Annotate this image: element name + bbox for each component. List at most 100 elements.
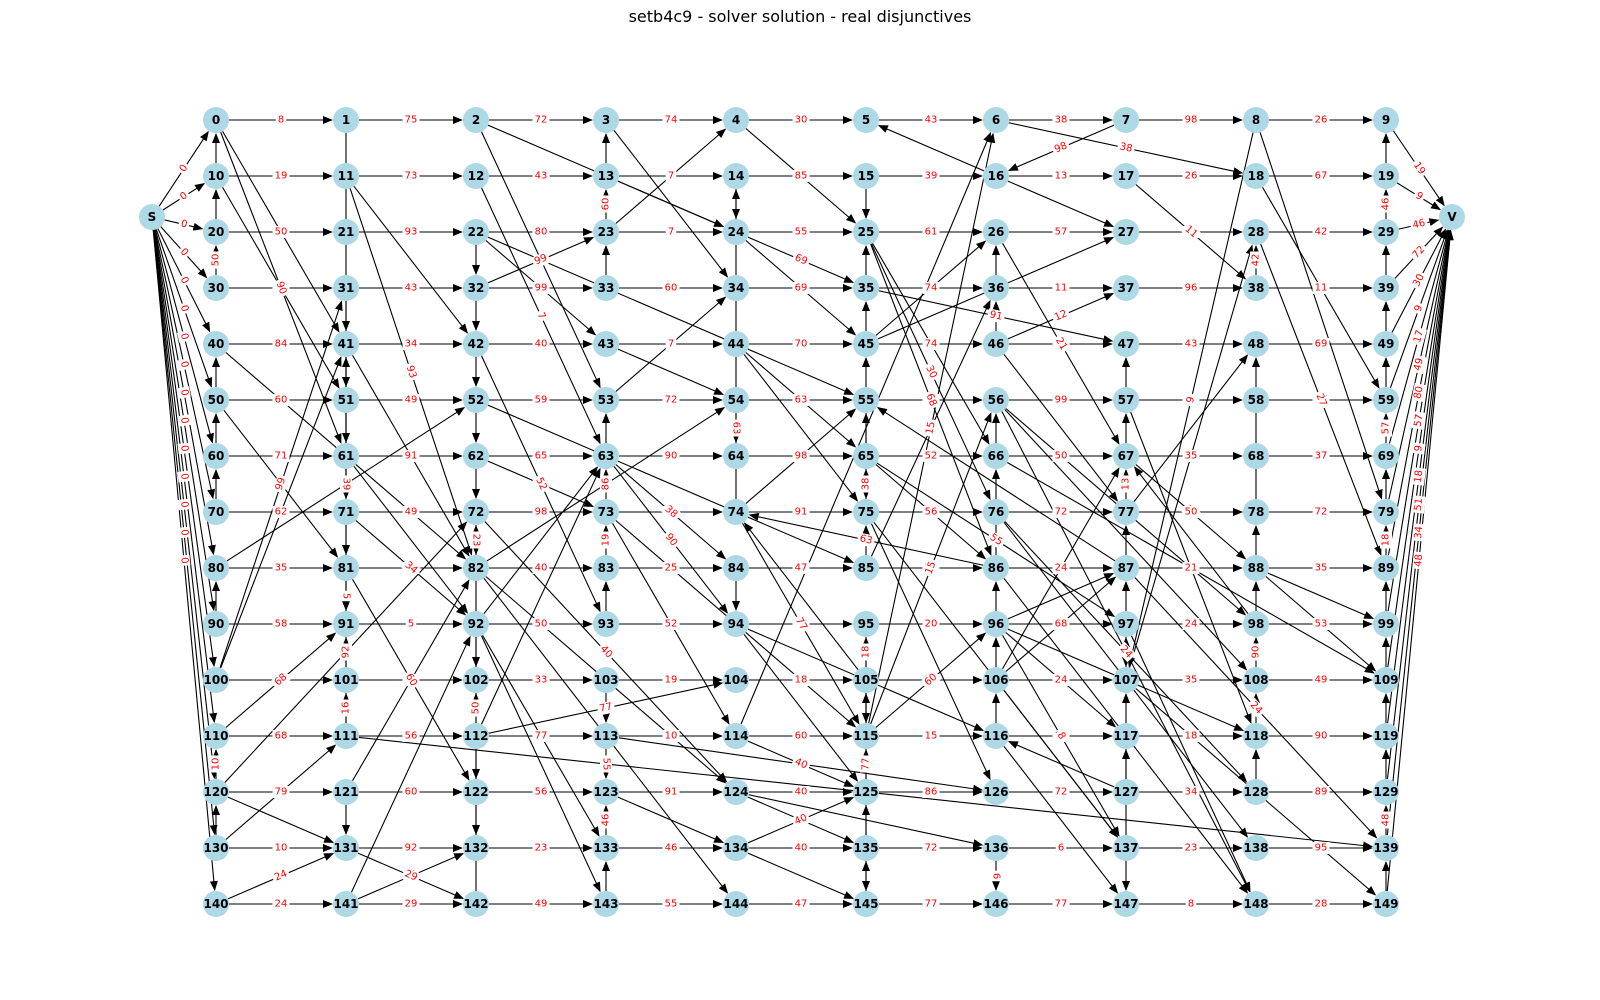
node-label-87: 87 bbox=[1118, 561, 1135, 575]
node-92: 92 bbox=[463, 611, 489, 637]
node-133: 133 bbox=[593, 835, 619, 861]
node-circle-115 bbox=[853, 723, 879, 749]
edge-56-108 bbox=[1004, 409, 1248, 671]
edge-weight-49-V: 30 bbox=[1411, 272, 1427, 288]
edge-weight-background bbox=[401, 669, 421, 691]
node-circle-130 bbox=[203, 835, 229, 861]
node-label-110: 110 bbox=[203, 729, 228, 743]
edge-weight-background bbox=[922, 506, 940, 518]
edge-weight-group-142-143: 49 bbox=[532, 898, 550, 910]
node-label-140: 140 bbox=[203, 897, 228, 911]
node-circle-142 bbox=[463, 891, 489, 917]
node-label-41: 41 bbox=[338, 337, 355, 351]
node-circle-31 bbox=[333, 275, 359, 301]
edge-weight-background bbox=[1312, 389, 1330, 411]
edge-weight-group-84-85: 47 bbox=[792, 562, 810, 574]
edge-weight-background bbox=[210, 755, 222, 773]
edge-weight-123-124: 91 bbox=[665, 787, 678, 798]
edge-weight-group-78-79: 72 bbox=[1312, 506, 1330, 518]
edge-weight-background bbox=[532, 674, 550, 686]
edge-weight-group-10-11: 19 bbox=[272, 170, 290, 182]
node-24: 24 bbox=[723, 219, 749, 245]
node-label-65: 65 bbox=[858, 449, 875, 463]
edge-weight-group-108-109: 49 bbox=[1312, 674, 1330, 686]
edge-weight-background bbox=[1411, 301, 1427, 316]
node-13: 13 bbox=[593, 163, 619, 189]
edge-weight-group-64-65: 98 bbox=[792, 450, 810, 462]
edge-weight-29-V: 46 bbox=[1412, 218, 1427, 232]
edge-weight-background bbox=[1411, 467, 1427, 486]
edge-weight-background bbox=[1409, 270, 1429, 291]
edge-weight-group-139-129: 48 bbox=[1380, 811, 1392, 829]
edge-weight-15-16: 39 bbox=[925, 171, 938, 182]
edge-weight-10-11: 19 bbox=[275, 171, 288, 182]
edge-weight-background bbox=[340, 699, 352, 717]
edge-123-134 bbox=[617, 796, 725, 843]
node-label-45: 45 bbox=[858, 337, 875, 351]
node-111: 111 bbox=[333, 723, 359, 749]
edge-weight-group-79-V: 49 bbox=[1411, 354, 1427, 375]
edge-weight-background bbox=[1312, 226, 1330, 238]
node-label-102: 102 bbox=[463, 673, 488, 687]
edge-weight-background bbox=[792, 338, 810, 350]
edge-weight-group-145-146: 77 bbox=[922, 898, 940, 910]
node-circle-141 bbox=[333, 891, 359, 917]
node-circle-48 bbox=[1243, 331, 1269, 357]
edge-weight-group-50-51: 60 bbox=[272, 394, 290, 406]
node-label-121: 121 bbox=[333, 785, 358, 799]
edge-weight-background bbox=[270, 669, 292, 691]
edge-weight-133-123: 46 bbox=[601, 814, 612, 827]
node-label-94: 94 bbox=[728, 617, 745, 631]
edge-weight-group-139-V: 34 bbox=[1412, 523, 1426, 542]
edge-weight-background bbox=[1182, 170, 1200, 182]
node-circle-69 bbox=[1373, 443, 1399, 469]
edge-weight-background bbox=[920, 669, 942, 691]
edge-weight-background bbox=[532, 450, 550, 462]
edge-weight-background bbox=[532, 786, 550, 798]
node-circle-138 bbox=[1243, 835, 1269, 861]
edge-112-63 bbox=[480, 467, 601, 725]
edge-weight-group-13-14: 7 bbox=[665, 170, 677, 182]
edge-weight-group-112-104: 77 bbox=[596, 700, 616, 716]
node-105: 105 bbox=[853, 667, 879, 693]
edge-weight-11-82: 93 bbox=[404, 364, 418, 380]
edge-weight-background bbox=[661, 529, 681, 551]
node-label-90: 90 bbox=[208, 617, 225, 631]
node-circle-16 bbox=[983, 163, 1009, 189]
edge-weight-background bbox=[662, 898, 680, 910]
edge-weight-group-7-8: 98 bbox=[1182, 114, 1200, 126]
edge-weight-group-12-13: 43 bbox=[532, 170, 550, 182]
edge-weight-group-18-19: 67 bbox=[1312, 170, 1330, 182]
edge-weight-group-25-86: 68 bbox=[922, 389, 940, 411]
node-79: 79 bbox=[1373, 499, 1399, 525]
node-label-148: 148 bbox=[1243, 897, 1268, 911]
node-circle-5 bbox=[853, 107, 879, 133]
node-80: 80 bbox=[203, 555, 229, 581]
edge-weight-26-27: 57 bbox=[1055, 227, 1068, 238]
edge-weight-group-S-120: 0 bbox=[177, 498, 191, 511]
node-label-28: 28 bbox=[1248, 225, 1265, 239]
edge-weight-group-65-66: 52 bbox=[922, 450, 940, 462]
node-label-29: 29 bbox=[1378, 225, 1395, 239]
node-7: 7 bbox=[1113, 107, 1139, 133]
node-label-129: 129 bbox=[1373, 785, 1398, 799]
edge-weight-107-108: 35 bbox=[1185, 675, 1198, 686]
edge-52-85 bbox=[487, 404, 855, 563]
edge-weight-background bbox=[402, 170, 420, 182]
edge-weight-group-2-3: 72 bbox=[532, 114, 550, 126]
edge-weight-138-139: 95 bbox=[1315, 843, 1328, 854]
node-label-V: V bbox=[1447, 210, 1457, 224]
node-circle-8 bbox=[1243, 107, 1269, 133]
edge-weight-54-55: 63 bbox=[795, 395, 808, 406]
edge-weight-S-50: 0 bbox=[178, 304, 190, 314]
node-circle-149 bbox=[1373, 891, 1399, 917]
node-label-70: 70 bbox=[208, 505, 225, 519]
node-circle-97 bbox=[1113, 611, 1139, 637]
edge-weight-background bbox=[662, 674, 680, 686]
node-circle-126 bbox=[983, 779, 1009, 805]
edge-weight-group-136-137: 6 bbox=[1055, 842, 1067, 854]
node-circle-88 bbox=[1243, 555, 1269, 581]
node-68: 68 bbox=[1243, 443, 1269, 469]
edge-weight-group-38-28: 42 bbox=[1250, 251, 1262, 269]
node-30: 30 bbox=[203, 275, 229, 301]
